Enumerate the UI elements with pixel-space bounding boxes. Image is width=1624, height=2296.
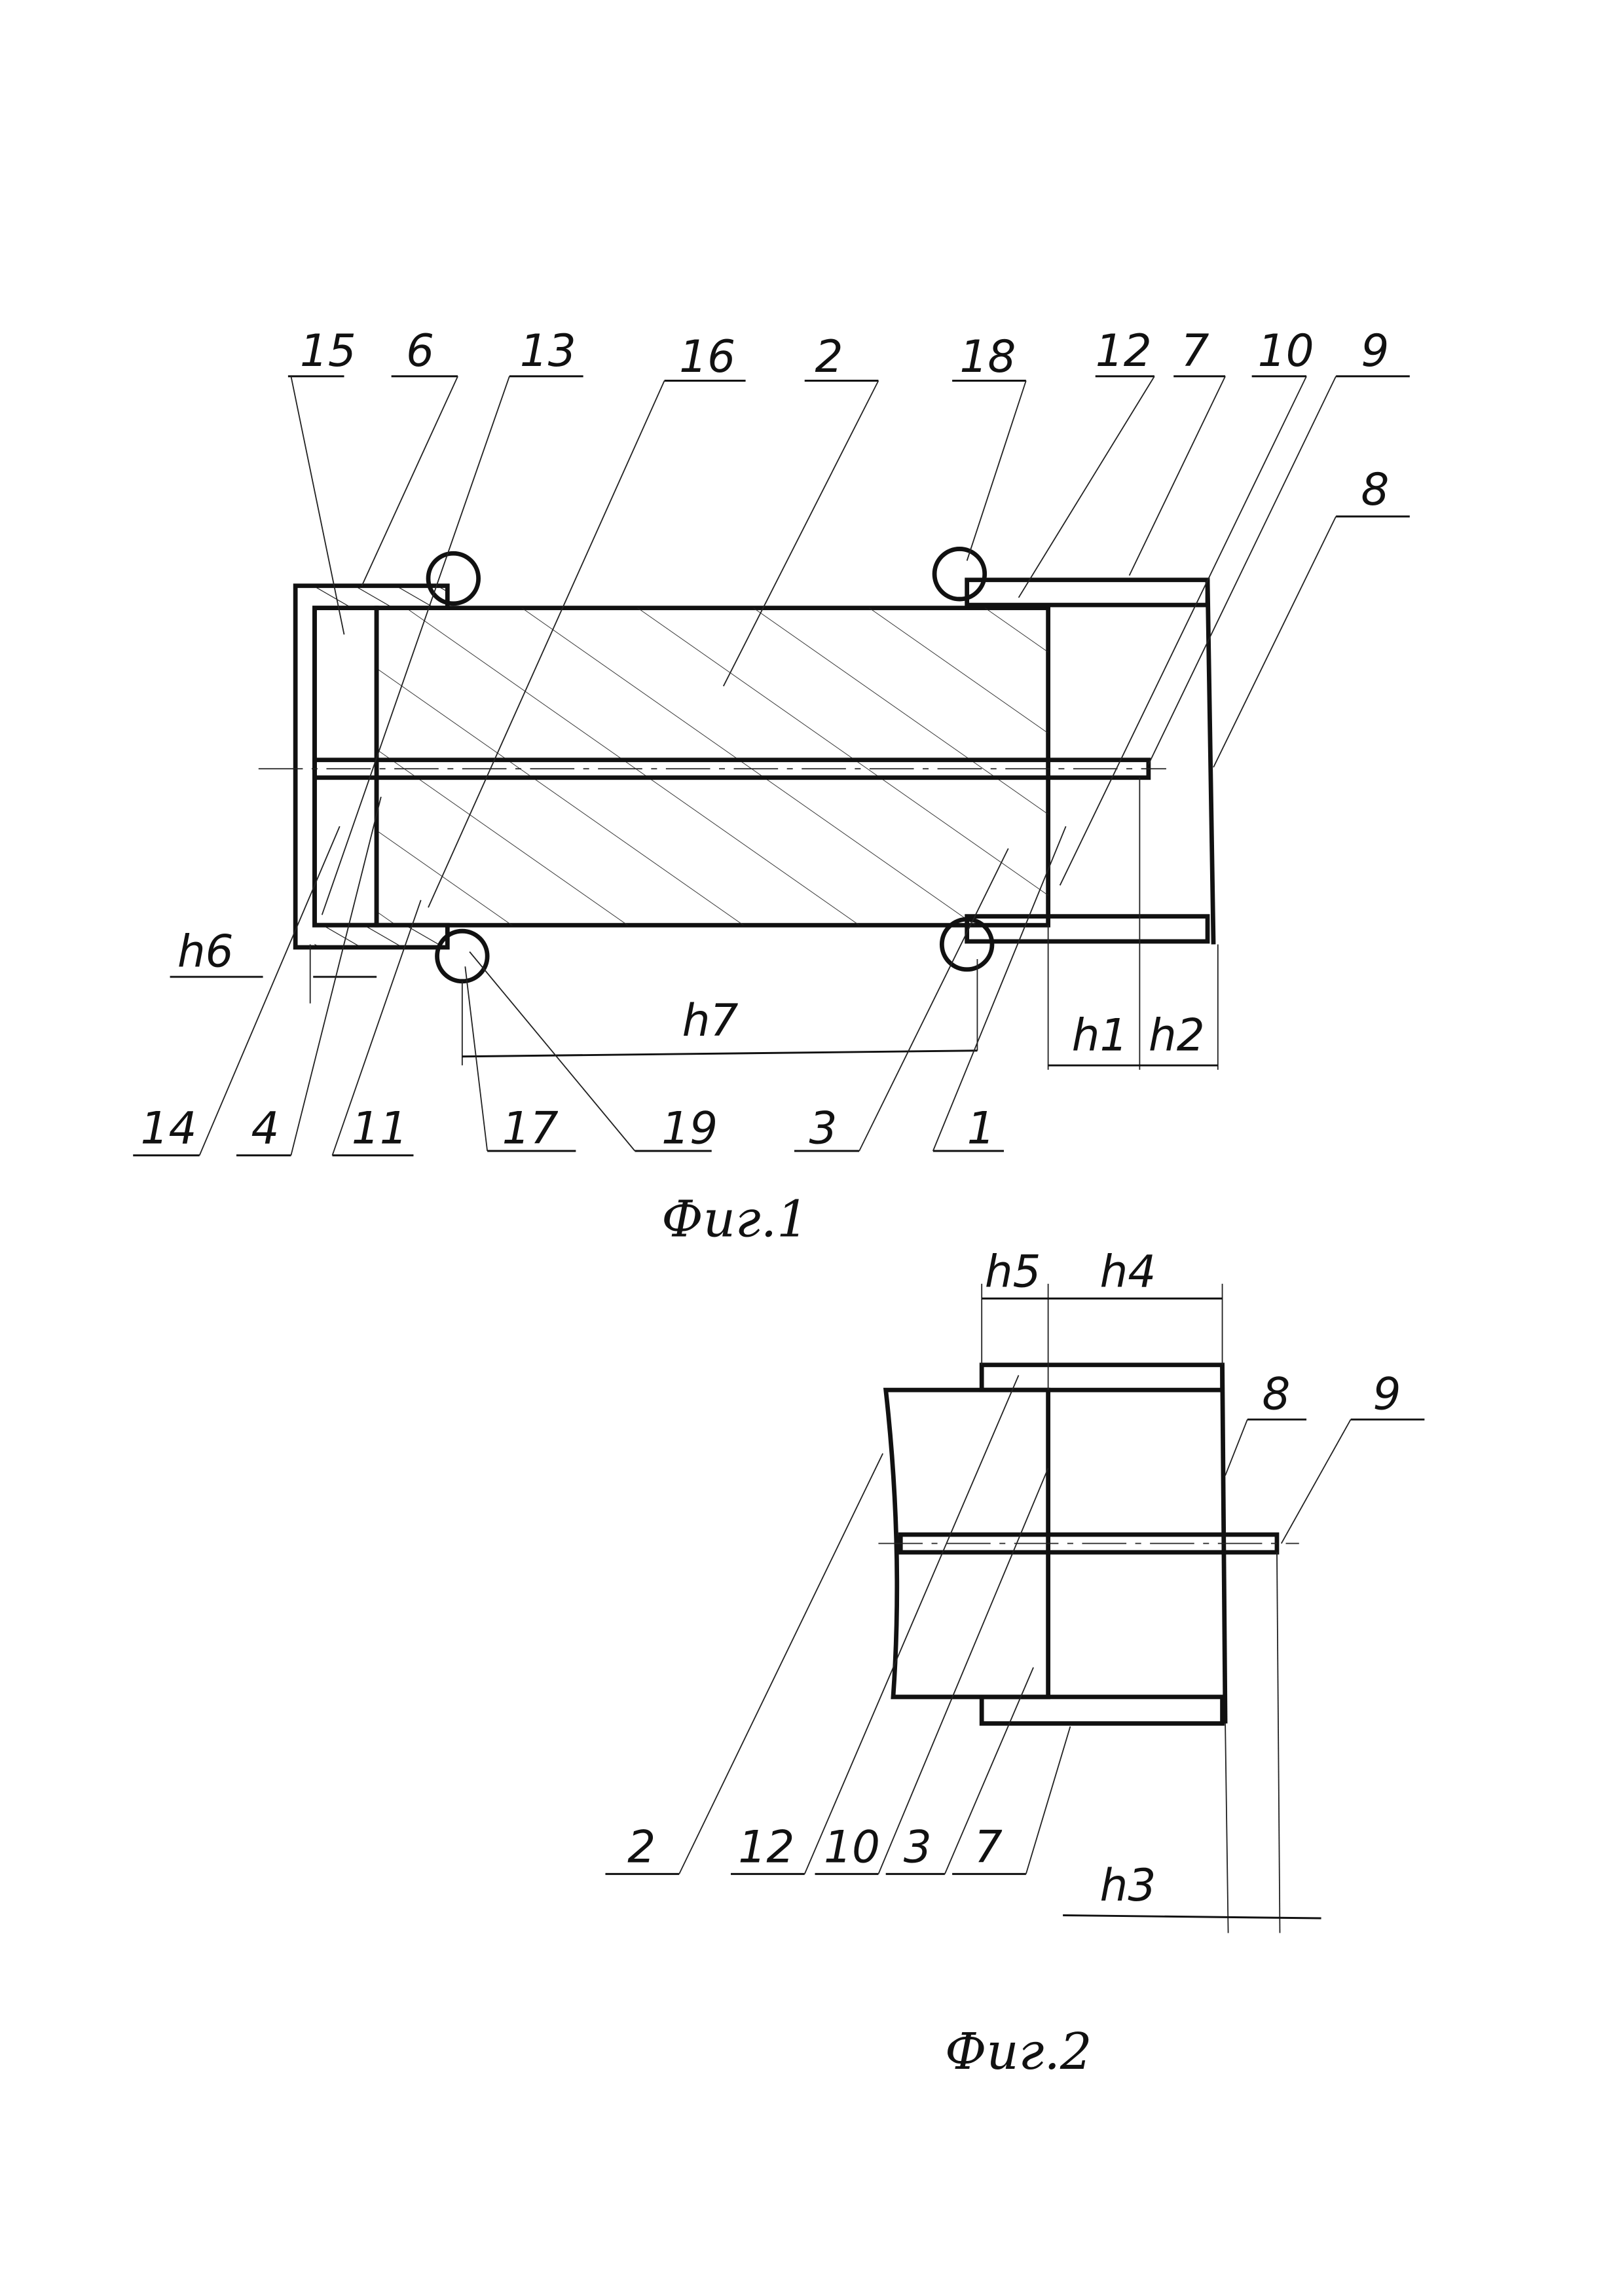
- dim-h7: h7: [682, 994, 739, 1046]
- label-12: 12: [738, 1821, 794, 1872]
- o-ring-19: [435, 928, 490, 984]
- dim-h2: h2: [1149, 1010, 1205, 1061]
- body-2-fragment: [883, 1387, 1050, 1700]
- label-3: 3: [809, 1102, 837, 1154]
- dim-h6: h6: [177, 925, 234, 977]
- wall-8: [1205, 579, 1216, 945]
- label-2: 2: [627, 1821, 655, 1872]
- label-11: 11: [352, 1102, 408, 1154]
- label-9: 9: [1373, 1368, 1401, 1419]
- wall-8: [1220, 1364, 1228, 1724]
- label-18: 18: [959, 331, 1016, 382]
- dim-h1: h1: [1072, 1010, 1128, 1061]
- callouts-top-fig1: 15 6 13 16 2 18 12 7 10 9 8: [287, 325, 1410, 915]
- label-7: 7: [974, 1821, 1003, 1872]
- callouts-bottom-fig1: 14 4 11 17 19 3 1: [133, 796, 1067, 1157]
- label-6: 6: [406, 325, 434, 376]
- dim-h5: h5: [985, 1245, 1041, 1297]
- label-1: 1: [967, 1102, 995, 1154]
- label-2: 2: [815, 331, 843, 382]
- label-15: 15: [300, 325, 356, 376]
- callouts-fig2: 8 9 2 12 10 3 7: [605, 1368, 1425, 1875]
- label-10: 10: [824, 1821, 880, 1872]
- sleeve-7-bottom: [979, 1694, 1225, 1726]
- sleeve-7-top: [965, 577, 1210, 608]
- label-12: 12: [1096, 325, 1152, 376]
- insulator-15: [312, 606, 379, 928]
- label-17: 17: [502, 1102, 559, 1154]
- label-10: 10: [1258, 325, 1314, 376]
- sleeve-7-bottom: [965, 914, 1210, 944]
- figure-1-caption: Фиг.1: [661, 1191, 809, 1249]
- label-7: 7: [1181, 325, 1209, 376]
- label-3: 3: [904, 1821, 932, 1872]
- label-13: 13: [520, 325, 576, 376]
- label-16: 16: [679, 331, 735, 382]
- figure-2-caption: Фиг.2: [945, 2023, 1092, 2081]
- dimensions-fig1: h6 h7 h1 h2: [170, 777, 1219, 1070]
- label-9: 9: [1361, 325, 1389, 376]
- o-ring: [939, 917, 995, 972]
- label-19: 19: [661, 1102, 718, 1154]
- o-ring: [426, 551, 481, 606]
- figure-1: h6 h7 h1 h2 15 6 13 16 2 18: [133, 325, 1410, 1249]
- label-14: 14: [140, 1102, 196, 1154]
- dim-h4: h4: [1100, 1245, 1156, 1297]
- label-8: 8: [1262, 1368, 1290, 1419]
- dimensions-fig2: h5 h4 h3: [981, 1245, 1321, 1933]
- o-ring-18: [932, 547, 987, 602]
- figure-2: h5 h4 h3 8 9 2 12 10 3 7 Фиг.2: [605, 1245, 1425, 2081]
- label-8: 8: [1361, 464, 1389, 515]
- dim-h3: h3: [1100, 1859, 1156, 1911]
- label-4: 4: [251, 1102, 280, 1154]
